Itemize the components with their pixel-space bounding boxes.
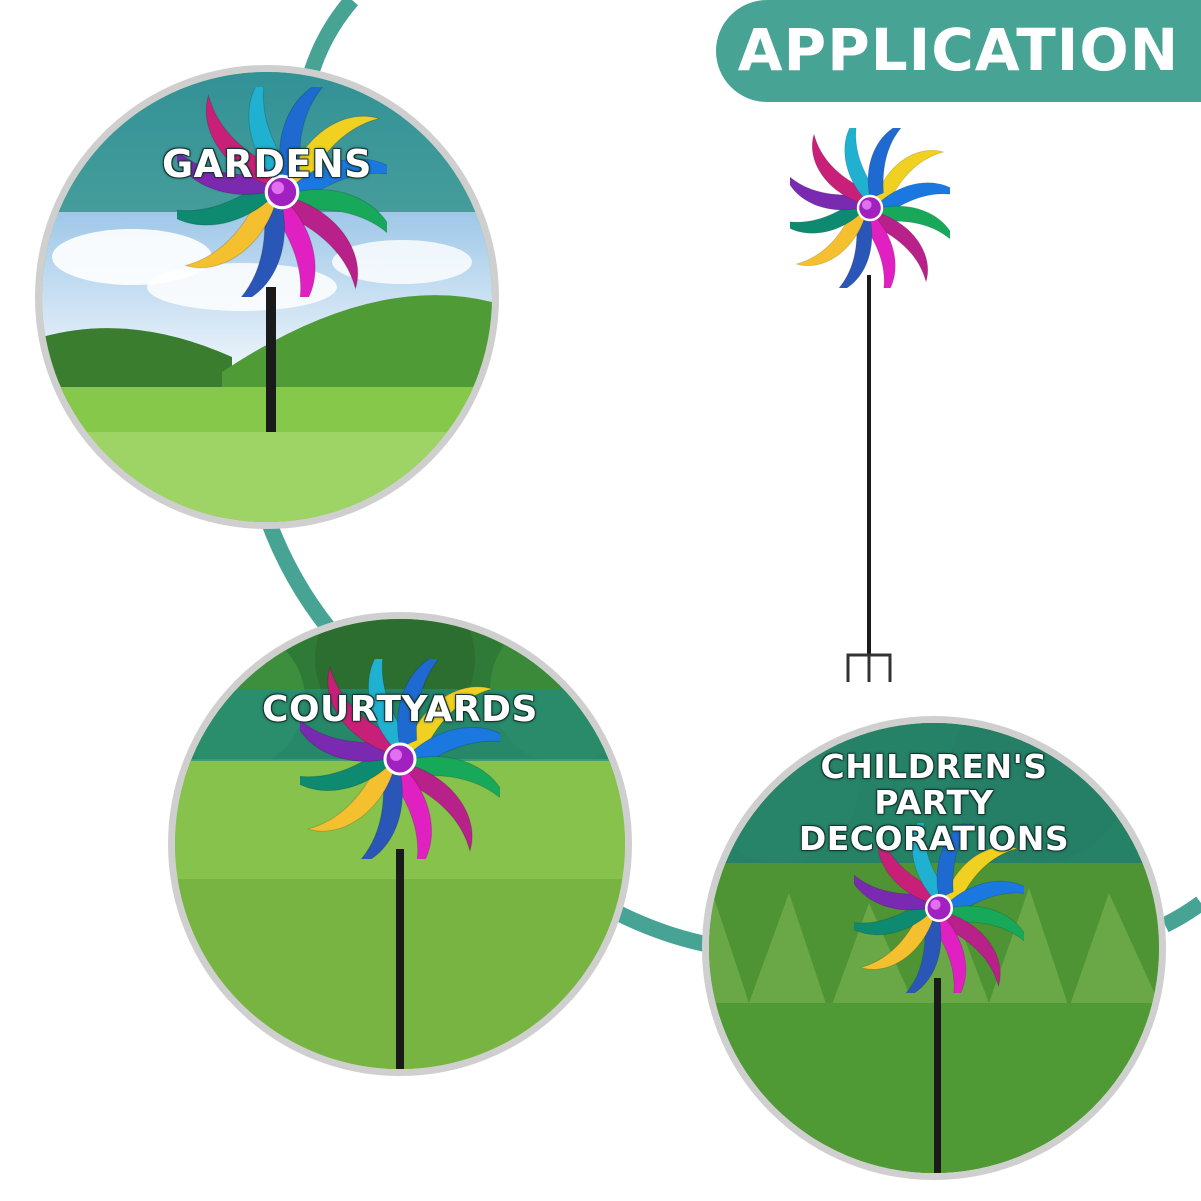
pinwheel-blade [874, 149, 946, 203]
title-banner: APPLICATION [716, 0, 1201, 102]
pinwheel-blade [877, 828, 933, 904]
pinwheel-blade [407, 764, 473, 853]
pinwheel-blade [205, 93, 275, 187]
pinwheel-icon [777, 115, 963, 301]
pinwheel-blade [794, 213, 866, 267]
scene-label-party-line-3: DECORATIONS [798, 819, 1070, 858]
pinwheel-hub-highlight [390, 749, 402, 761]
pinwheel-hub-highlight [862, 200, 872, 210]
pinwheel-blade [183, 199, 277, 269]
product-pinwheel [777, 115, 963, 301]
scene-label-party-line-1: CHILDREN'S [820, 747, 1048, 786]
pinwheel-blade [306, 766, 395, 832]
pinwheel-stake [396, 849, 404, 1069]
pinwheel-hub-highlight [930, 899, 941, 910]
scene-circle-party: CHILDREN'S PARTY DECORATIONS [702, 716, 1166, 1180]
pinwheel-blade [945, 912, 1001, 988]
pinwheel-blade [327, 665, 393, 754]
pinwheel-icon [840, 809, 1038, 1007]
pinwheel-hub-highlight [271, 181, 285, 195]
pinwheel-blade [859, 914, 935, 970]
pinwheel-stake [266, 287, 276, 432]
pinwheel-blade [875, 212, 929, 284]
pinwheel-blade [405, 686, 494, 752]
scene-label-party: CHILDREN'S PARTY DECORATIONS [709, 749, 1159, 857]
pinwheel-icon [283, 642, 517, 876]
pinwheel-blade [287, 115, 381, 185]
page-title: APPLICATION [737, 16, 1180, 84]
scene-label-party-line-2: PARTY [874, 783, 994, 822]
scene-circle-courtyards: COURTYARDS [168, 612, 632, 1076]
pinwheel-blade [811, 132, 865, 204]
gardens-scene-image [42, 72, 492, 522]
pinwheel-blade [943, 846, 1019, 902]
pinwheel-blade [289, 197, 359, 291]
pinwheel-stake [934, 978, 941, 1173]
scene-label-courtyards: COURTYARDS [262, 689, 538, 730]
scene-circle-gardens: GARDENS [35, 65, 499, 529]
pinwheel-blade [248, 72, 288, 183]
scene-label-gardens: GARDENS [161, 142, 373, 186]
pinwheel-icon [159, 72, 405, 315]
